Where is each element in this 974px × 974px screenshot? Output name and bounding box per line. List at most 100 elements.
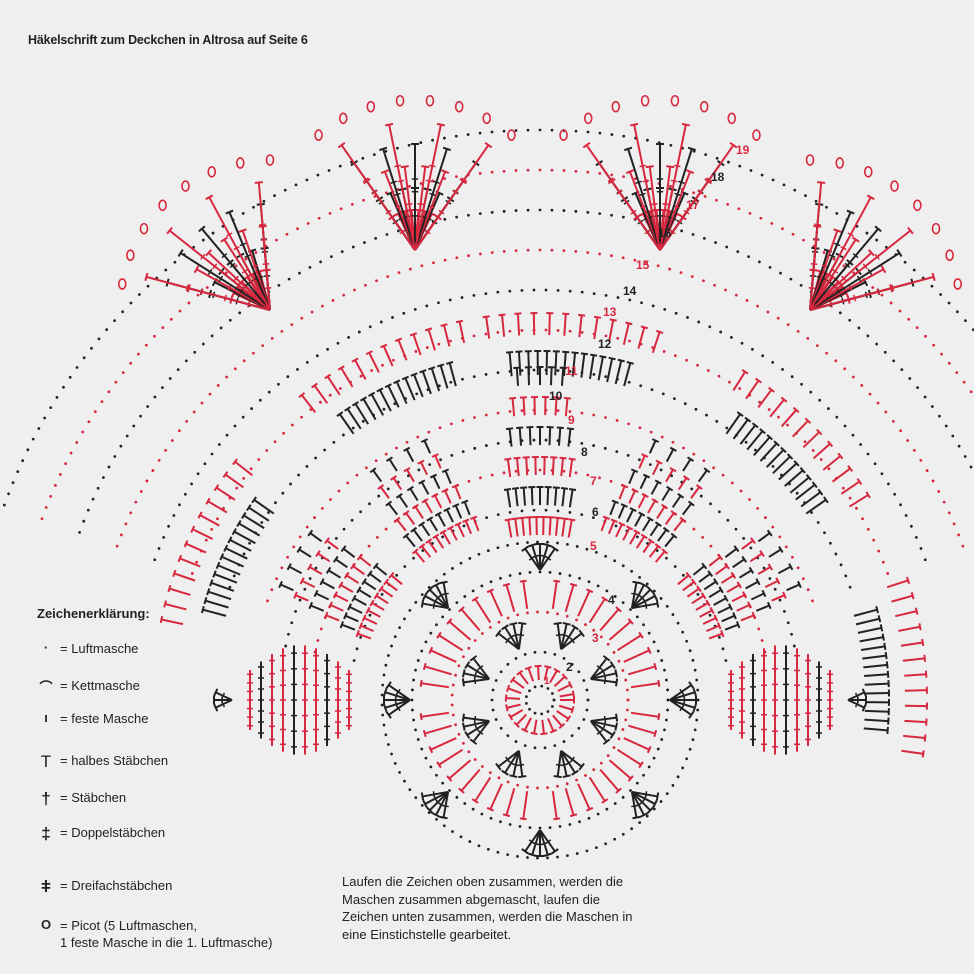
chain-stitch [880,472,884,476]
chain-stitch [562,740,566,743]
chain-stitch [408,267,412,271]
stitch-top [219,553,225,561]
chain-stitch [54,483,57,487]
chain-stitch [786,423,789,427]
stitch-top [420,438,429,443]
stitch-top [358,622,364,630]
stitch [648,440,657,454]
chain-stitch [514,169,518,172]
stitch-top [167,584,172,593]
chain-stitch [580,411,584,415]
chain-stitch [737,207,741,211]
stitch-top [733,545,740,553]
chain-stitch [899,429,903,433]
chain-stitch [964,319,967,323]
chain-stitch [355,647,359,651]
stitch-top [696,585,702,593]
chain-stitch [826,407,830,410]
chain-stitch [626,688,629,692]
stitch-top [501,769,509,776]
chain-stitch [685,639,689,643]
chain-stitch [472,334,476,338]
chain-stitch [316,173,320,177]
stitch-top [817,488,824,496]
stitch [682,581,695,592]
chain-stitch [355,473,359,477]
chain-stitch [490,698,494,702]
chain-stitch [898,309,902,313]
stitch [638,455,646,469]
stitch-top [454,521,462,527]
chain-stitch [628,339,631,343]
stitch [560,626,576,650]
stitch-bar [639,164,646,168]
chain-stitch [570,662,574,666]
stitch-top [406,485,414,492]
chain-stitch [947,511,951,515]
chain-stitch [908,377,912,380]
chain-stitch [319,260,322,264]
chain-stitch [451,713,455,717]
stitch-top [464,661,471,669]
chain-stitch [536,856,539,860]
stitch-top [646,516,654,522]
stitch [253,499,275,515]
chain-stitch [604,334,608,338]
stitch [442,531,451,545]
chain-stitch [580,331,584,334]
chain-stitch [582,679,586,682]
chain-stitch [544,508,548,512]
chain-stitch [496,441,500,445]
stitch-top [380,343,388,349]
chain-stitch [479,476,482,480]
chain-stitch [532,288,536,292]
chain-stitch [298,271,301,275]
stitch [665,469,674,483]
chain-stitch [715,156,719,160]
chain-stitch [294,609,297,613]
picot [805,154,815,166]
stitch-bar [555,763,563,767]
chain-stitch [169,317,173,321]
picot [640,94,650,107]
stitch-top [786,453,794,460]
chain-stitch [177,429,181,433]
chain-stitch [82,356,86,360]
stitch [809,275,934,311]
stitch [812,443,831,460]
chain-stitch [457,664,461,668]
stitch-top [144,272,149,281]
chain-stitch [822,251,826,254]
stitch-top [571,769,579,776]
chain-stitch [704,153,708,157]
chain-stitch [606,754,610,758]
stitch-top [618,521,626,527]
stitch [437,513,446,527]
stitch-top [390,475,398,481]
stitch [585,144,661,251]
stitch [725,413,741,435]
chain-stitch [393,402,397,406]
legend-item-picot: O= Picot (5 Luftmaschen,1 feste Masche i… [36,917,273,951]
stitch-top [655,329,664,334]
stitch [508,428,513,447]
chain-stitch [323,448,327,452]
chain-stitch [484,292,488,295]
stitch [530,487,534,506]
stitch-top [804,417,812,424]
stitch-top [422,799,428,808]
stitch-bar [239,242,247,247]
stitch [199,514,220,527]
stitch-top [328,601,333,609]
chain-stitch [370,369,374,372]
chain-stitch [377,494,381,498]
chain-stitch [804,194,807,197]
stitch-top [666,485,674,492]
chain-stitch [585,547,589,551]
stitch [618,485,626,500]
chain-stitch [773,587,777,591]
stitch-top [718,586,724,594]
stitch-top [688,681,695,689]
stitch [560,457,564,477]
stitch [677,574,690,586]
